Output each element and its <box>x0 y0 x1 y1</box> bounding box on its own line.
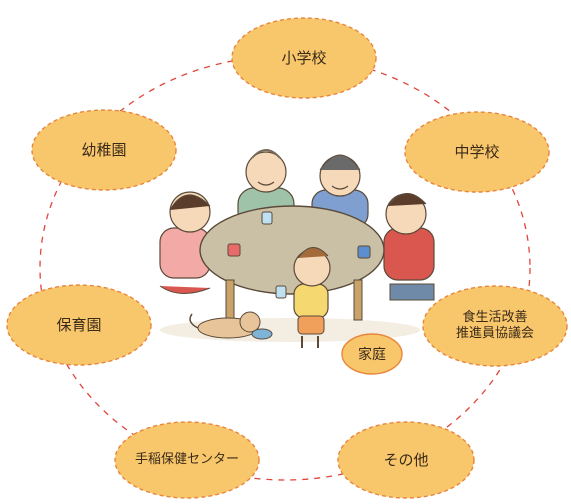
father-figure <box>383 193 435 301</box>
bubble-other <box>337 421 475 499</box>
cat-figure <box>189 311 273 340</box>
center-label-home: 家庭 <box>358 347 386 363</box>
bubble-health-center <box>114 421 260 499</box>
bubble-dietary <box>422 285 568 367</box>
mother-figure <box>159 191 211 294</box>
connection-ring <box>39 55 531 481</box>
bubble-kindergarten <box>31 109 177 191</box>
bubble-elementary <box>231 17 377 99</box>
table <box>199 205 385 295</box>
center-bubble <box>341 333 403 375</box>
bubble-juniorhigh <box>404 111 550 193</box>
family-illustration <box>159 149 435 348</box>
child-figure <box>293 247 331 348</box>
bubble-nursery <box>6 284 152 366</box>
